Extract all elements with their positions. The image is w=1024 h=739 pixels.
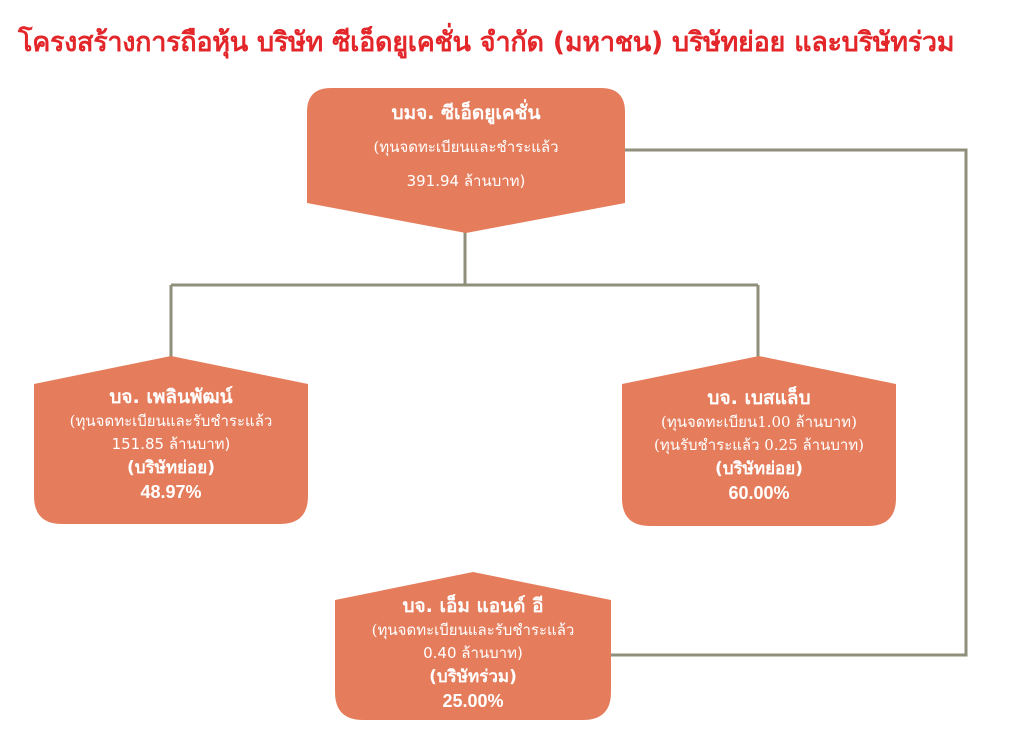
node-shape bbox=[34, 356, 308, 524]
node-associate-percent: 25.00% bbox=[442, 691, 504, 711]
node-parent-capital-2: 391.94 ล้านบาท) bbox=[406, 172, 526, 190]
node-associate-name: บจ. เอ็ม แอนด์ อี bbox=[402, 595, 544, 617]
node-associate-capital-1: (ทุนจดทะเบียนและรับชำระแล้ว bbox=[371, 621, 575, 639]
node-plearn-capital-2: 151.85 ล้านบาท) bbox=[111, 435, 231, 453]
node-parent-capital-1: (ทุนจดทะเบียนและชำระแล้ว bbox=[373, 138, 559, 156]
node-plearn-percent: 48.97% bbox=[140, 482, 202, 502]
node-plearn-name: บจ. เพลินพัฒน์ bbox=[109, 386, 233, 408]
node-beslab-name: บจ. เบสแล็บ bbox=[707, 387, 811, 409]
node-subsidiary-beslab: บจ. เบสแล็บ (ทุนจดทะเบียน1.00 ล้านบาท) (… bbox=[622, 356, 896, 526]
node-beslab-status: (บริษัทย่อย) bbox=[714, 459, 803, 479]
node-associate-m-and-e: บจ. เอ็ม แอนด์ อี (ทุนจดทะเบียนและรับชำร… bbox=[335, 572, 611, 720]
node-plearn-status: (บริษัทย่อย) bbox=[126, 458, 215, 478]
connector-to-associate bbox=[611, 148, 968, 657]
node-beslab-capital-1: (ทุนจดทะเบียน1.00 ล้านบาท) bbox=[661, 413, 857, 431]
node-plearn-capital-1: (ทุนจดทะเบียนและรับชำระแล้ว bbox=[69, 412, 273, 430]
node-beslab-percent: 60.00% bbox=[728, 483, 790, 503]
node-parent-name: บมจ. ซีเอ็ดยูเคชั่น bbox=[391, 102, 541, 124]
node-shape bbox=[622, 356, 896, 526]
page-title: โครงสร้างการถือหุ้น บริษัท ซีเอ็ดยูเคชั่… bbox=[18, 27, 955, 58]
node-associate-capital-2: 0.40 ล้านบาท) bbox=[423, 644, 523, 662]
node-associate-status: (บริษัทร่วม) bbox=[429, 667, 517, 687]
node-shape bbox=[307, 88, 625, 233]
node-subsidiary-plearnpattana: บจ. เพลินพัฒน์ (ทุนจดทะเบียนและรับชำระแล… bbox=[34, 356, 308, 524]
node-beslab-capital-2: (ทุนรับชำระแล้ว 0.25 ล้านบาท) bbox=[653, 436, 865, 454]
node-shape bbox=[335, 572, 611, 720]
node-parent-company: บมจ. ซีเอ็ดยูเคชั่น (ทุนจดทะเบียนและชำระ… bbox=[307, 88, 625, 233]
